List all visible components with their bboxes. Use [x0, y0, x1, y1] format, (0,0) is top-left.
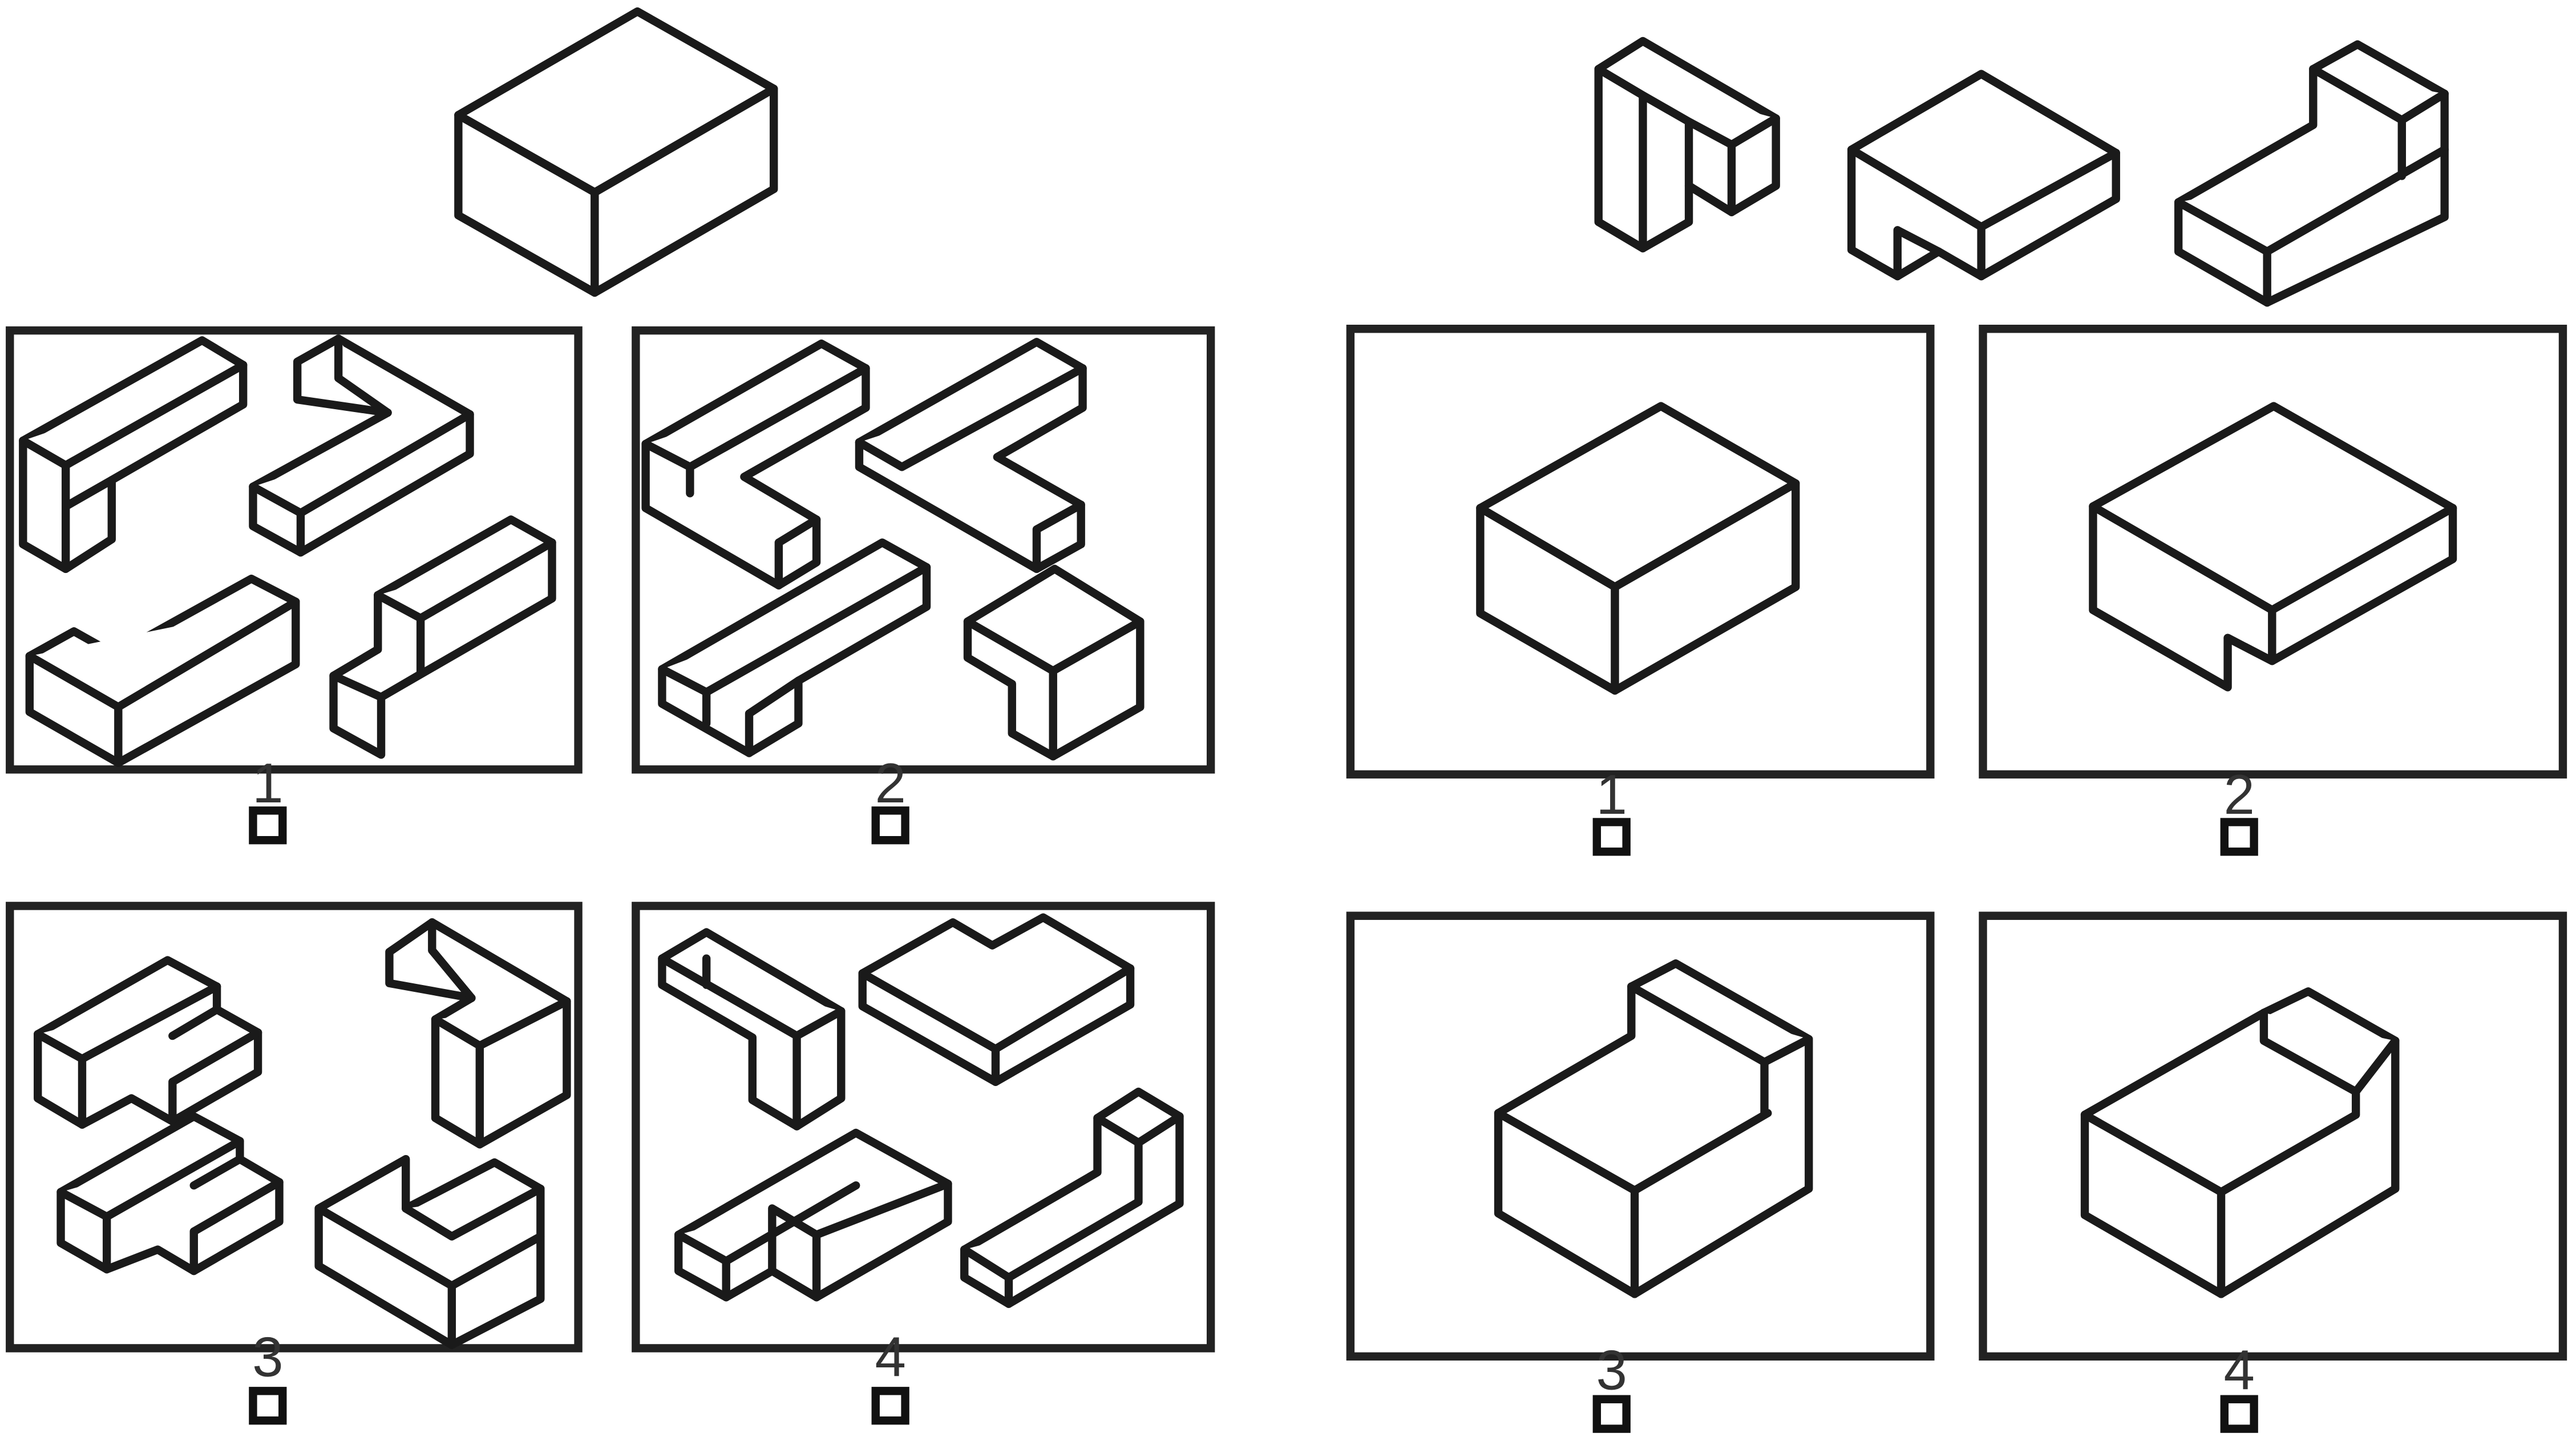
piece-chevron-right — [855, 338, 1087, 574]
left-option-3-selector[interactable]: 3 — [249, 1325, 287, 1425]
right-option-4-selector[interactable]: 4 — [2220, 1338, 2258, 1433]
piece-j-shape — [25, 574, 300, 767]
left-target-box — [454, 7, 778, 297]
answer-box-4 — [2080, 987, 2400, 1298]
left-puzzle: 1 2 3 4 — [6, 7, 1215, 1425]
piece-t-bar — [658, 928, 846, 1131]
piece-long-step — [674, 1128, 952, 1302]
right-puzzle: 1 2 3 4 — [1346, 37, 2567, 1433]
answer-box-3 — [1494, 959, 1813, 1298]
left-option-1-selector[interactable]: 1 — [249, 752, 287, 845]
option-number: 4 — [2223, 1338, 2254, 1401]
option-number: 3 — [252, 1325, 283, 1388]
right-option-4-frame — [1979, 911, 2567, 1361]
option-checkbox[interactable] — [2220, 1395, 2258, 1433]
piece-z-top — [34, 956, 262, 1129]
piece-upright-hook — [385, 918, 571, 1149]
right-option-2-selector[interactable]: 2 — [2220, 763, 2258, 856]
right-option-3-frame — [1346, 911, 1935, 1361]
right-piece-l-upright — [1594, 37, 1780, 253]
right-option-1-frame — [1346, 324, 1935, 779]
piece-l-upright — [960, 1087, 1184, 1308]
option-checkbox[interactable] — [1592, 1395, 1631, 1433]
left-option-4-selector[interactable]: 4 — [871, 1325, 909, 1425]
piece-long-l — [658, 538, 931, 757]
piece-corner-cube — [963, 564, 1145, 761]
option-checkbox[interactable] — [249, 1387, 287, 1425]
piece-hook-shape — [249, 334, 474, 557]
right-option-2-frame — [1979, 324, 2567, 779]
left-option-2-frame — [632, 326, 1215, 774]
right-piece-chair — [2174, 40, 2449, 307]
piece-step-shape — [329, 515, 556, 759]
left-option-4-frame — [632, 902, 1215, 1353]
option-checkbox[interactable] — [2220, 818, 2258, 856]
left-option-3-frame — [6, 902, 583, 1353]
piece-notched-slab — [858, 913, 1135, 1086]
option-checkbox[interactable] — [871, 1387, 909, 1425]
option-checkbox[interactable] — [871, 806, 909, 845]
option-checkbox[interactable] — [1592, 818, 1631, 856]
answer-box-1 — [1476, 402, 1800, 695]
option-number: 3 — [1596, 1338, 1627, 1401]
option-checkbox[interactable] — [249, 806, 287, 845]
piece-block-notch — [314, 1155, 545, 1349]
piece-chevron-left — [641, 339, 870, 590]
left-option-1-frame — [6, 326, 583, 774]
option-number: 4 — [875, 1325, 905, 1388]
option-number: 2 — [875, 752, 905, 814]
piece-z-bottom — [56, 1112, 284, 1275]
left-option-2-selector[interactable]: 2 — [871, 752, 909, 845]
right-option-3-selector[interactable]: 3 — [1592, 1338, 1631, 1433]
option-number: 1 — [1596, 763, 1627, 826]
right-option-1-selector[interactable]: 1 — [1592, 763, 1631, 856]
right-piece-slab-notch — [1847, 70, 2120, 281]
option-number: 2 — [2223, 763, 2254, 826]
option-number: 1 — [252, 752, 283, 814]
answer-box-2 — [2089, 402, 2457, 692]
piece-l-shape — [19, 336, 248, 574]
